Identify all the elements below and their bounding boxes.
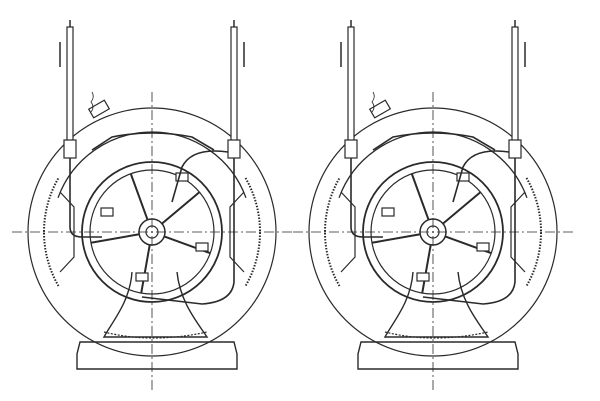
outer-frame [27,107,277,357]
spoke [129,173,149,221]
terminal-box [87,99,111,119]
vertical-rod [66,26,74,153]
rod-clamp [508,139,522,159]
brush-holder [135,272,149,282]
vertical-rod [230,26,238,153]
pedestal-serrations [103,331,208,339]
rod-clamp [63,139,77,159]
brush-holder [195,242,209,252]
cable-right [141,158,235,305]
spoke [410,173,430,221]
cable-left [350,158,383,238]
spoke [442,191,482,225]
pole-teeth [324,177,341,287]
brush-holder [416,272,430,282]
terminal-box [368,99,392,119]
cable-top [171,150,229,203]
brush-holder [175,172,189,182]
outer-frame [308,107,558,357]
vertical-rod [347,26,355,153]
rod-clamp [344,139,358,159]
pole-teeth [43,177,60,287]
spoke [140,244,151,294]
cable-right [422,158,516,305]
brush-holder [456,172,470,182]
vertical-rod [511,26,519,153]
pole-teeth [525,177,542,287]
rod-clamp [227,139,241,159]
brush-holder [100,207,114,217]
lead-wire [371,91,375,113]
armature-ring [362,161,504,303]
spoke [90,233,140,244]
cable-left [69,158,102,238]
pole-teeth [244,177,261,287]
pedestal [102,271,209,338]
lead-wire [90,91,94,113]
armature-ring [81,161,223,303]
brush-holder [476,242,490,252]
spoke [161,191,201,225]
cable-top [452,150,510,203]
spoke [371,233,421,244]
spoke [421,244,432,294]
pedestal [383,271,490,338]
brush-holder [381,207,395,217]
pedestal-serrations [384,331,489,339]
